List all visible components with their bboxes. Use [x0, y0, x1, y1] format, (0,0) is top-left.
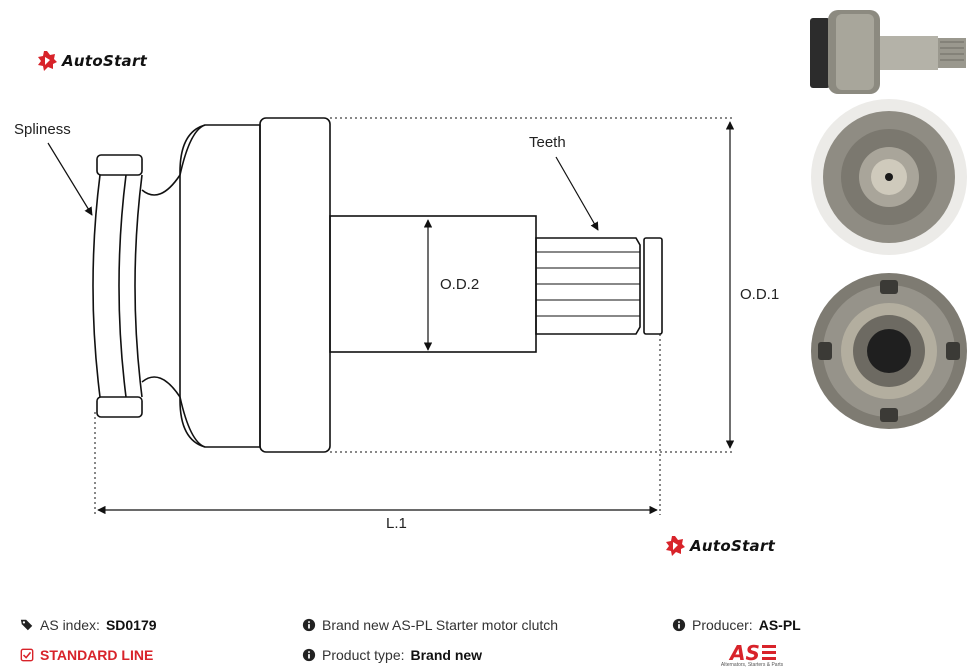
product-type: Product type: Brand new — [302, 647, 482, 663]
spline-pad-top — [96, 154, 143, 176]
flange — [259, 117, 331, 453]
product-photo-back — [811, 273, 967, 429]
product-type-label: Product type: — [322, 647, 405, 663]
as-index-label: AS index: — [40, 617, 100, 633]
autostart-logo-icon — [666, 536, 685, 556]
info-circle-icon — [302, 618, 316, 632]
brand-name: AutoStart — [62, 52, 148, 70]
as-index-value: SD0179 — [105, 617, 157, 633]
gear-teeth — [535, 237, 641, 335]
label-spliness: Spliness — [14, 121, 71, 138]
shaft — [329, 215, 537, 353]
standard-line: STANDARD LINE — [20, 647, 153, 663]
label-l1: L.1 — [386, 515, 407, 532]
gear-tip — [643, 237, 663, 335]
tags-icon — [20, 619, 33, 631]
brand-logo-top: AutoStart — [36, 50, 147, 72]
spline-pad-bottom — [96, 396, 143, 418]
technical-drawing — [47, 117, 735, 515]
product-type-value: Brand new — [410, 647, 483, 663]
producer: Producer: AS-PL — [672, 617, 801, 633]
info-circle-icon — [302, 648, 316, 662]
as-pl-logo-mark: AS — [728, 641, 776, 665]
brand-name: AutoStart — [690, 537, 776, 555]
product-description: Brand new AS-PL Starter motor clutch — [302, 617, 558, 633]
as-index: AS index: SD0179 — [20, 617, 157, 633]
label-od1: O.D.1 — [740, 286, 780, 303]
product-photo-side — [810, 10, 966, 94]
producer-value: AS-PL — [758, 617, 801, 633]
standard-line-label: STANDARD LINE — [40, 647, 154, 663]
label-od2: O.D.2 — [440, 276, 480, 293]
as-pl-logo: AS Alternators, Starters & Parts — [712, 641, 792, 669]
brand-logo-bottom: AutoStart — [664, 535, 775, 557]
autostart-logo-icon — [38, 51, 57, 71]
check-square-icon — [20, 648, 34, 662]
description-text: Brand new AS-PL Starter motor clutch — [322, 617, 559, 633]
housing — [179, 124, 261, 448]
label-teeth: Teeth — [529, 134, 566, 151]
info-circle-icon — [672, 618, 686, 632]
as-pl-tagline: Alternators, Starters & Parts — [720, 662, 784, 668]
svg-text:AS: AS — [728, 641, 760, 663]
producer-label: Producer: — [692, 617, 753, 633]
product-photo-front — [811, 99, 967, 255]
